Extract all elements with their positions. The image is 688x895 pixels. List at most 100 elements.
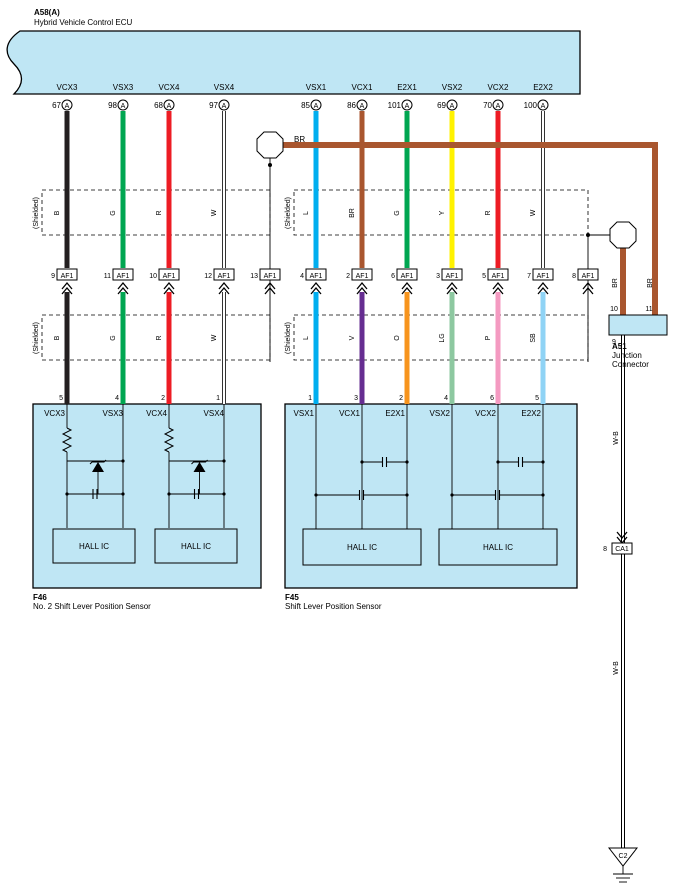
af1-connector-label: AF1 [582,273,595,280]
splice-dot-right [586,233,590,237]
hall-ic-box [438,528,558,566]
zener-diode [92,462,104,472]
f45-pin-label: VCX1 [339,409,360,418]
af1-connector-box [577,268,599,281]
upper-wire-color-label: G [110,210,117,215]
upper-wire-color-label: G [394,210,401,215]
lower-wire-color-label: V [349,335,356,340]
upper-wire-color-label: BR [349,208,356,218]
lower-wire-color-label: LG [439,333,446,342]
af1-connector-label: AF1 [218,273,231,280]
ecu-connector-badge-letter: A [121,103,126,110]
circuit-junction-dot [405,460,409,464]
ecu-pin-number: 69 [437,101,446,110]
ecu-pin-label-vsx2: VSX2 [442,83,463,92]
af1-connector-box [441,268,463,281]
f45-pin-number: 4 [444,395,448,402]
ecu-connector-badge-letter: A [405,103,410,110]
af1-pin-number: 6 [391,273,395,280]
ecu-name: Hybrid Vehicle Control ECU [34,18,132,27]
ecu-pin-number: 67 [52,101,61,110]
br-ground-wire-top [283,142,658,315]
ecu-connector-badge [163,99,175,111]
af1-chevron [264,281,276,295]
lower-wire-color-label: O [394,335,401,341]
af1-connector-label: AF1 [492,273,505,280]
ground-octagon-right [609,221,637,249]
a51-pin-10: 10 [610,306,618,313]
lower-wire-color-label: G [110,335,117,340]
hall-ic-label: HALL IC [483,543,513,552]
af1-chevron [61,281,73,295]
ca1-connector [611,542,633,555]
hall-ic-label: HALL IC [181,542,211,551]
lower-wire-color-label: P [485,335,492,340]
ground-octagon-top [256,131,284,159]
ecu-pin-label-e2x1: E2X1 [397,83,417,92]
ground-triangle-c2 [607,847,639,867]
circuit-junction-dot [405,493,409,497]
hall-ic-label: HALL IC [347,543,377,552]
af1-pin-number: 10 [149,273,157,280]
ecu-pin-number: 70 [483,101,492,110]
ecu-pin-label-vcx4: VCX4 [159,83,180,92]
f45-pin-label: VSX1 [294,409,315,418]
af1-pin-number: 5 [482,273,486,280]
af1-connector-box [112,268,134,281]
af1-pin-number: 2 [346,273,350,280]
af1-pin-number: 3 [436,273,440,280]
ecu-connector-badge-letter: A [360,103,365,110]
ground-group [283,142,658,848]
ecu-connector-badge-letter: A [496,103,501,110]
af1-chevron [492,281,504,295]
ecu-connector-badge [537,99,549,111]
af1-connector-box [532,268,554,281]
shield-box-lower-left [41,314,271,361]
ecu-pin-label-vcx1: VCX1 [352,83,373,92]
a51-pin-9: 9 [612,339,616,346]
shield-label-lower-right: (Shielded) [285,322,292,354]
f46-code: F46 [33,593,47,602]
af1-chevron [446,281,458,295]
lower-wire-color-label: L [303,336,310,340]
af1-connector-box [396,268,418,281]
f46-pin-number: 1 [216,395,220,402]
hall-ic-box [154,528,238,564]
f45-pin-number: 5 [535,395,539,402]
upper-wire-color-label: W [211,209,218,216]
upper-wire-color-label: L [303,211,310,215]
af1-chevron [582,281,594,295]
f45-pin-number: 3 [354,395,358,402]
sensor-circuit-group: 5VCX34VSX32VCX41VSX41VSX13VCX12E2X14VSX2… [44,395,558,566]
ecu-box [6,30,581,95]
upper-wire-color-label: W [530,209,537,216]
ecu-pin-number: 85 [301,101,310,110]
upper-wire-color-label: R [156,210,163,215]
lower-wire-color-label: SB [530,333,537,343]
f45-pin-number: 1 [308,395,312,402]
f46-name: No. 2 Shift Lever Position Sensor [33,602,151,611]
af1-connector-label: AF1 [163,273,176,280]
a51-name-line2: Connector [612,360,649,369]
splice-dot-left [268,163,272,167]
ground-wire-label-top: BR [294,135,305,144]
ecu-connector-badge [356,99,368,111]
zener-diode [193,462,206,472]
af1-chevron [537,281,549,295]
a51-code: A51 [612,342,627,351]
af1-connector-box [56,268,78,281]
af1-connector-label: AF1 [446,273,459,280]
f45-pin-label: E2X2 [521,409,541,418]
wb-label-upper: W-B [613,431,620,445]
af1-connector-label: AF1 [117,273,130,280]
af1-pin-number: 8 [572,273,576,280]
f46-pin-label: VCX4 [146,409,167,418]
f45-pin-label: VSX2 [430,409,451,418]
ecu-code: A58(A) [34,8,60,17]
a51-wire-label-left: BR [612,278,619,288]
f46-pin-number: 4 [115,395,119,402]
